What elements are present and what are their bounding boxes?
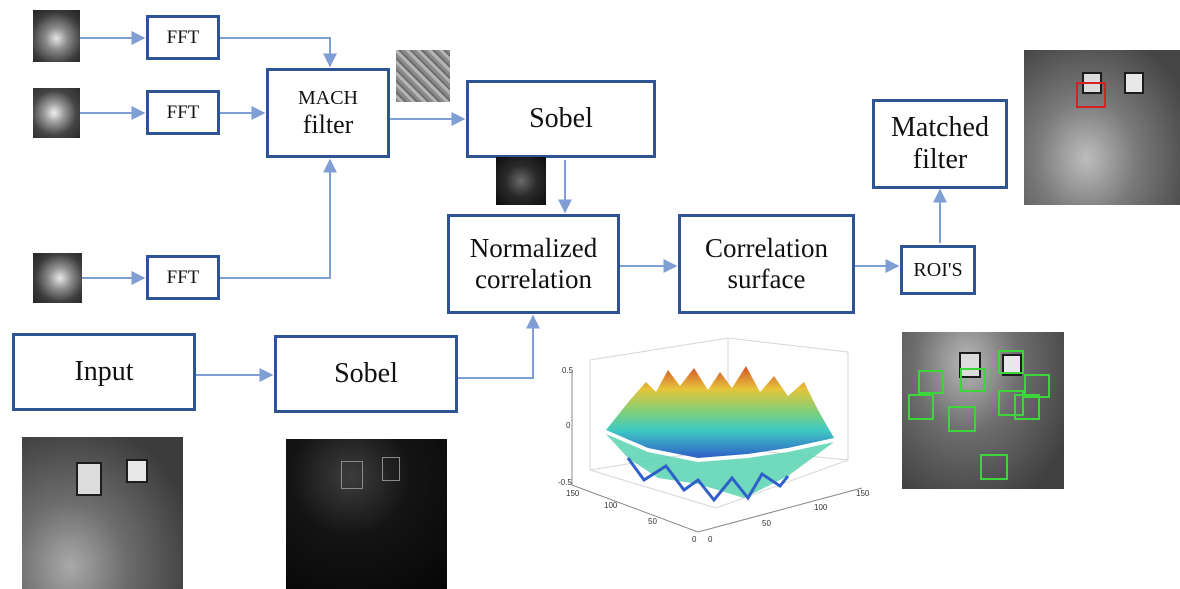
matched-filter-line1: Matched bbox=[891, 111, 989, 143]
sobel-box-bottom[interactable]: Sobel bbox=[274, 335, 458, 413]
vehicle-icon bbox=[126, 459, 148, 483]
fft-label-2: FFT bbox=[166, 101, 200, 123]
mach-filter-box[interactable]: MACH filter bbox=[266, 68, 390, 158]
surface-mesh-icon bbox=[606, 366, 834, 458]
vehicle-edge-icon bbox=[382, 457, 400, 481]
normalized-correlation-line2: correlation bbox=[475, 264, 592, 294]
matched-filter-box[interactable]: Matched filter bbox=[872, 99, 1008, 189]
training-image-icon bbox=[33, 10, 80, 62]
vehicle-icon bbox=[76, 462, 102, 496]
fft-box-3[interactable]: FFT bbox=[146, 255, 220, 300]
z-tick-2: -0.5 bbox=[558, 478, 572, 487]
y-tick-2: 50 bbox=[648, 517, 657, 526]
filter-image-icon bbox=[396, 50, 450, 102]
edge-image-icon bbox=[496, 157, 546, 205]
x-tick-3: 150 bbox=[856, 489, 870, 498]
matched-filter-line2: filter bbox=[912, 144, 968, 175]
correlation-surface-line1: Correlation bbox=[705, 232, 828, 263]
x-tick-1: 50 bbox=[762, 519, 771, 528]
training-image-icon bbox=[33, 253, 82, 303]
vehicle-icon bbox=[1124, 72, 1144, 94]
vehicle-edge-icon bbox=[341, 461, 363, 489]
y-tick-1: 100 bbox=[604, 501, 618, 510]
roi-box-icon bbox=[1024, 374, 1050, 398]
fft-label-1: FFT bbox=[166, 26, 200, 48]
normalized-correlation-line1: Normalized bbox=[469, 232, 598, 263]
z-tick-0: 0.5 bbox=[562, 366, 574, 375]
correlation-surface-box[interactable]: Correlation surface bbox=[678, 214, 855, 314]
x-tick-2: 100 bbox=[814, 503, 828, 512]
fft-box-2[interactable]: FFT bbox=[146, 90, 220, 135]
roi-image-icon bbox=[902, 332, 1064, 489]
roi-box-icon bbox=[908, 394, 934, 420]
sobel-box-top[interactable]: Sobel bbox=[466, 80, 656, 158]
roi-box-icon bbox=[960, 368, 986, 392]
surface-plot-icon: 0.5 0 -0.5 150 100 50 0 0 50 100 150 bbox=[558, 337, 870, 544]
vehicle-icon bbox=[1002, 354, 1022, 376]
correlation-surface-line2: surface bbox=[727, 264, 806, 294]
roi-box-icon bbox=[998, 390, 1024, 416]
edge-image-icon bbox=[286, 439, 447, 589]
y-tick-3: 0 bbox=[692, 535, 697, 544]
y-tick-0: 150 bbox=[566, 489, 580, 498]
sobel-top-label: Sobel bbox=[529, 102, 593, 134]
roi-box-icon bbox=[980, 454, 1008, 480]
training-image-icon bbox=[33, 88, 80, 138]
roi-box-icon bbox=[918, 370, 944, 394]
mach-filter-line1: MACH bbox=[297, 86, 358, 109]
roi-box-icon bbox=[1014, 394, 1040, 420]
rois-label: ROI'S bbox=[913, 258, 963, 281]
z-tick-1: 0 bbox=[566, 421, 571, 430]
detection-box-icon bbox=[1076, 82, 1106, 108]
fft-box-1[interactable]: FFT bbox=[146, 15, 220, 60]
scene-image-icon bbox=[22, 437, 183, 589]
result-image-icon bbox=[1024, 50, 1180, 205]
input-label: Input bbox=[74, 355, 134, 387]
rois-box[interactable]: ROI'S bbox=[900, 245, 976, 295]
fft-label-3: FFT bbox=[166, 266, 200, 288]
roi-box-icon bbox=[948, 406, 976, 432]
input-box[interactable]: Input bbox=[12, 333, 196, 411]
normalized-correlation-box[interactable]: Normalized correlation bbox=[447, 214, 620, 314]
sobel-bottom-label: Sobel bbox=[334, 357, 398, 389]
vehicle-icon bbox=[959, 352, 981, 378]
roi-box-icon bbox=[998, 350, 1024, 374]
mach-filter-line2: filter bbox=[302, 109, 354, 139]
x-tick-0: 0 bbox=[708, 535, 713, 544]
